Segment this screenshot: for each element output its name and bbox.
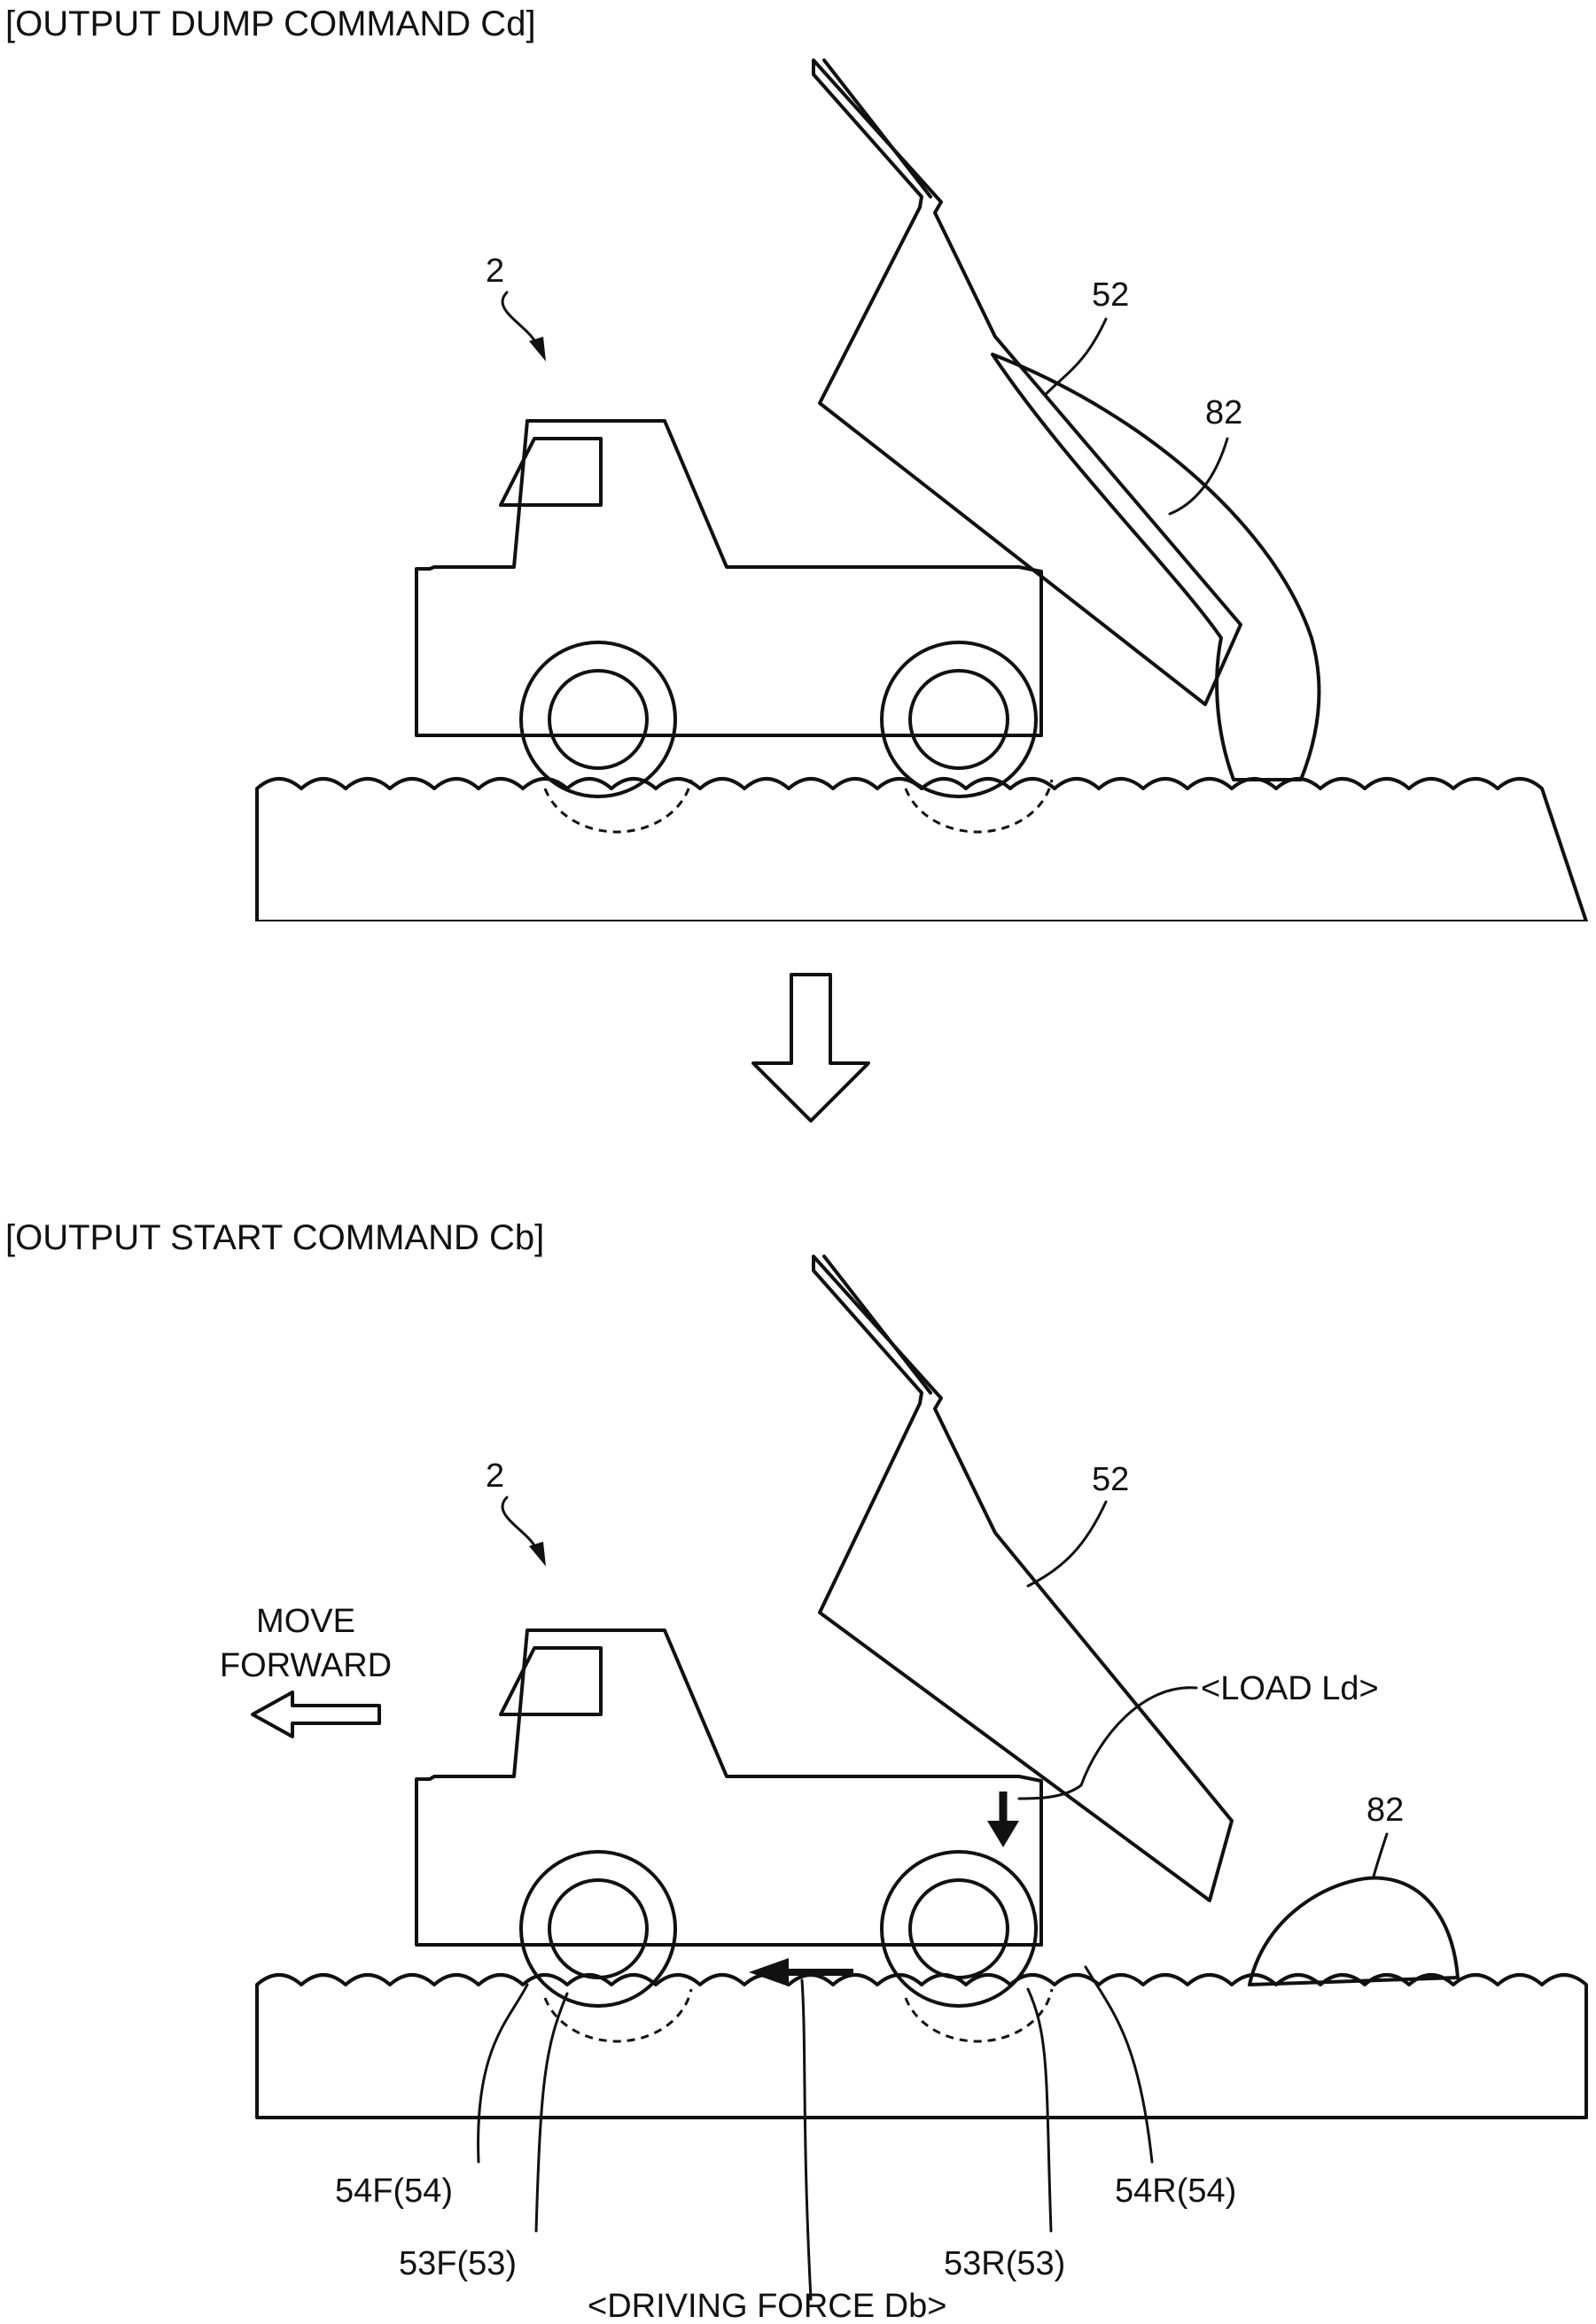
- bottom-header: [OUTPUT START COMMAND Cb]: [5, 1218, 544, 1257]
- front-contact-leader: [479, 1985, 527, 2162]
- driving-force-leader: [802, 1980, 811, 2299]
- front-contact-label: 54F(54): [335, 2172, 453, 2210]
- bottom-ref-52-leader: [1028, 1502, 1106, 1586]
- top-dump-body: [814, 60, 1241, 704]
- load-arrow: [987, 1792, 1019, 1847]
- top-panel: [OUTPUT DUMP COMMAND Cd] 2: [5, 4, 1588, 930]
- rear-wheel-label: 53R(53): [944, 2245, 1065, 2282]
- move-forward-line2: FORWARD: [220, 1647, 392, 1684]
- driving-force-label: <DRIVING FORCE Db>: [588, 2288, 946, 2324]
- bottom-load-pile: [1250, 1878, 1458, 1985]
- top-ref-2: 2: [486, 253, 504, 290]
- move-forward-arrow: [253, 1692, 379, 1737]
- bottom-ref-52: 52: [1092, 1461, 1129, 1498]
- bottom-ref-2-leader: [502, 1497, 537, 1551]
- rear-contact-label: 54R(54): [1115, 2172, 1236, 2210]
- front-wheel-leader: [536, 1994, 567, 2231]
- top-truck: [417, 421, 1041, 735]
- top-ground: [257, 779, 1586, 921]
- load-label: <LOAD Ld>: [1201, 1670, 1379, 1707]
- bottom-dump-body: [814, 1256, 1232, 1900]
- top-ref-82: 82: [1205, 394, 1242, 431]
- rear-wheel-leader: [1028, 1989, 1051, 2231]
- front-wheel-label: 53F(53): [399, 2245, 517, 2282]
- top-ref-82-leader: [1170, 439, 1227, 514]
- top-ref-2-leader: [502, 292, 537, 346]
- top-ref-52: 52: [1092, 276, 1129, 314]
- transition-down-arrow: [753, 975, 868, 1121]
- rear-contact-leader: [1086, 1967, 1152, 2162]
- bottom-ref-82-leader: [1374, 1834, 1387, 1877]
- top-ref-2-arrowhead: [529, 337, 546, 361]
- bottom-ref-2: 2: [486, 1457, 504, 1495]
- bottom-ref-2-arrowhead: [529, 1542, 546, 1566]
- bottom-ref-82: 82: [1366, 1792, 1404, 1829]
- move-forward-line1: MOVE: [256, 1603, 355, 1640]
- top-header: [OUTPUT DUMP COMMAND Cd]: [5, 4, 536, 43]
- bottom-truck: [417, 1630, 1041, 1945]
- bottom-panel: [OUTPUT START COMMAND Cb] 2: [5, 1218, 1586, 2324]
